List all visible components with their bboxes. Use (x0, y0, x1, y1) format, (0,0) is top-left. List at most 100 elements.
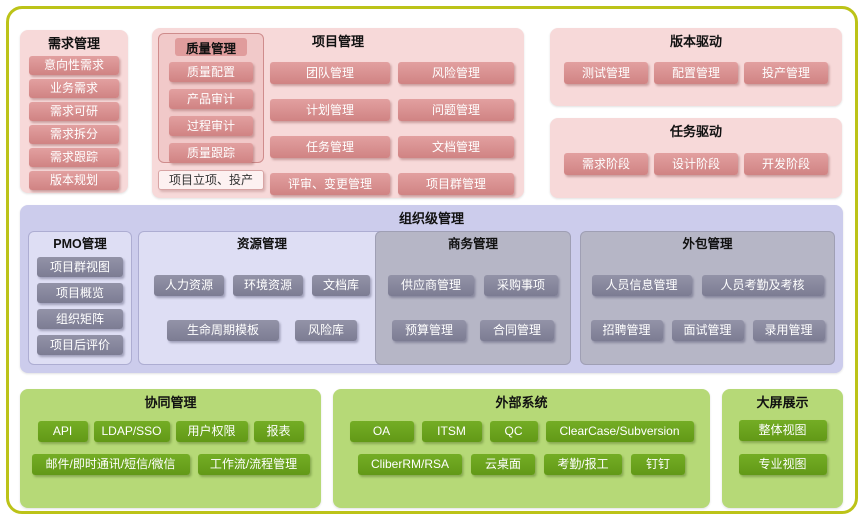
collaboration-row1: API LDAP/SSO 用户权限 报表 (20, 421, 321, 442)
module-chip: 产品审计 (169, 89, 253, 109)
module-chip: 报表 (253, 421, 304, 442)
module-chip: 人员考勤及考核 (701, 275, 824, 297)
external-row1: OA ITSM QC ClearCase/Subversion (333, 421, 710, 442)
collaboration-title: 协同管理 (144, 395, 197, 410)
org-title: 组织级管理 (398, 211, 464, 226)
project-col1: 团队管理 计划管理 任务管理 评审、变更管理 (270, 62, 390, 195)
module-chip: 意向性需求 (29, 56, 119, 75)
module-chip: OA (349, 421, 414, 442)
external-systems-panel: 外部系统 OA ITSM QC ClearCase/Subversion Cli… (333, 389, 710, 508)
module-chip: 专业视图 (738, 454, 827, 475)
module-chip: 评审、变更管理 (270, 173, 390, 195)
business-panel: 商务管理 供应商管理 采购事项 预算管理 合同管理 (375, 231, 571, 365)
module-chip: 需求可研 (29, 102, 119, 121)
module-chip: 组织矩阵 (37, 309, 123, 329)
module-chip: 人力资源 (154, 275, 224, 297)
module-chip: 版本规划 (29, 171, 119, 190)
module-chip: 合同管理 (480, 319, 554, 341)
module-chip: 录用管理 (752, 319, 825, 341)
module-chip: 预算管理 (392, 319, 466, 341)
requirements-list: 意向性需求 业务需求 需求可研 需求拆分 需求跟踪 版本规划 (20, 52, 128, 190)
requirements-panel: 需求管理 意向性需求 业务需求 需求可研 需求拆分 需求跟踪 版本规划 (20, 30, 128, 193)
version-driven-row: 测试管理 配置管理 投产管理 (550, 62, 842, 84)
module-chip: 开发阶段 (744, 153, 828, 175)
collaboration-row2: 邮件/即时通讯/短信/微信 工作流/流程管理 (20, 454, 321, 475)
resource-panel: 资源管理 人力资源 环境资源 文档库 生命周期模板 风险库 (138, 231, 386, 365)
module-chip: 问题管理 (398, 99, 514, 121)
module-chip: 钉钉 (631, 454, 685, 475)
module-chip: 测试管理 (564, 62, 648, 84)
module-chip: 过程审计 (169, 116, 253, 136)
module-chip: 风险库 (295, 319, 357, 341)
business-row1: 供应商管理 采购事项 (376, 275, 570, 297)
module-chip: 配置管理 (654, 62, 738, 84)
module-chip: API (37, 421, 88, 442)
module-chip: 设计阶段 (654, 153, 738, 175)
module-chip: 风险管理 (398, 62, 514, 84)
module-chip: LDAP/SSO (93, 421, 170, 442)
module-chip: 任务管理 (270, 136, 390, 158)
module-chip: 工作流/流程管理 (197, 454, 310, 475)
quality-title: 质量管理 (175, 38, 247, 56)
collaboration-panel: 协同管理 API LDAP/SSO 用户权限 报表 邮件/即时通讯/短信/微信 … (20, 389, 321, 508)
module-chip: 整体视图 (738, 420, 827, 441)
module-chip: 项目后评价 (37, 335, 123, 355)
module-chip: 人员信息管理 (591, 275, 692, 297)
module-chip: 文档库 (312, 275, 370, 297)
quality-list: 质量配置 产品审计 过程审计 质量跟踪 (159, 56, 263, 163)
requirements-title: 需求管理 (47, 36, 100, 51)
task-driven-title: 任务驱动 (669, 124, 722, 139)
module-chip: 环境资源 (233, 275, 303, 297)
module-chip: CliberRM/RSA (358, 454, 462, 475)
outsourcing-rows: 人员信息管理 人员考勤及考核 招聘管理 面试管理 录用管理 (581, 252, 834, 364)
external-systems-title: 外部系统 (495, 395, 548, 410)
business-title: 商务管理 (447, 237, 498, 251)
bigscreen-list: 整体视图 专业视图 (722, 420, 843, 475)
module-chip: 生命周期模板 (167, 319, 279, 341)
module-chip: ITSM (421, 421, 482, 442)
module-chip: 需求拆分 (29, 125, 119, 144)
module-chip: QC (489, 421, 538, 442)
outsourcing-panel: 外包管理 人员信息管理 人员考勤及考核 招聘管理 面试管理 录用管理 (580, 231, 835, 365)
resource-row1: 人力资源 环境资源 文档库 (139, 275, 385, 297)
module-chip: 团队管理 (270, 62, 390, 84)
project-init-chip: 项目立项、投产 (158, 170, 264, 190)
module-chip: 质量跟踪 (169, 143, 253, 163)
module-chip: 项目群视图 (37, 257, 123, 277)
module-chip: 项目群管理 (398, 173, 514, 195)
module-chip: 邮件/即时通讯/短信/微信 (31, 454, 190, 475)
module-chip: 需求阶段 (564, 153, 648, 175)
module-chip: 计划管理 (270, 99, 390, 121)
module-chip: 质量配置 (169, 62, 253, 82)
module-chip: ClearCase/Subversion (545, 421, 694, 442)
module-chip: 文档管理 (398, 136, 514, 158)
task-driven-row: 需求阶段 设计阶段 开发阶段 (550, 153, 842, 175)
module-chip: 项目概览 (37, 283, 123, 303)
resource-title: 资源管理 (236, 237, 287, 251)
quality-panel: 质量管理 质量配置 产品审计 过程审计 质量跟踪 (158, 33, 264, 163)
module-chip: 投产管理 (744, 62, 828, 84)
bigscreen-panel: 大屏展示 整体视图 专业视图 (722, 389, 843, 508)
business-row2: 预算管理 合同管理 (376, 319, 570, 341)
module-chip: 面试管理 (671, 319, 744, 341)
resource-rows: 人力资源 环境资源 文档库 生命周期模板 风险库 (139, 252, 385, 364)
module-chip: 考勤/报工 (544, 454, 622, 475)
org-panel: 组织级管理 PMO管理 项目群视图 项目概览 组织矩阵 项目后评价 资源管理 人… (20, 205, 843, 373)
pmo-panel: PMO管理 项目群视图 项目概览 组织矩阵 项目后评价 (28, 231, 132, 365)
outsourcing-row2: 招聘管理 面试管理 录用管理 (581, 319, 834, 341)
module-chip: 采购事项 (484, 275, 558, 297)
business-rows: 供应商管理 采购事项 预算管理 合同管理 (376, 252, 570, 364)
project-panel: 项目管理 质量管理 质量配置 产品审计 过程审计 质量跟踪 项目立项、投产 团队… (152, 28, 524, 198)
pmo-title: PMO管理 (53, 237, 107, 251)
module-chip: 招聘管理 (590, 319, 663, 341)
module-chip: 云桌面 (471, 454, 535, 475)
outsourcing-row1: 人员信息管理 人员考勤及考核 (581, 275, 834, 297)
resource-row2: 生命周期模板 风险库 (139, 319, 385, 341)
task-driven-panel: 任务驱动 需求阶段 设计阶段 开发阶段 (550, 118, 842, 198)
module-chip: 用户权限 (175, 421, 248, 442)
external-row2: CliberRM/RSA 云桌面 考勤/报工 钉钉 (333, 454, 710, 475)
pmo-list: 项目群视图 项目概览 组织矩阵 项目后评价 (29, 252, 131, 355)
version-driven-panel: 版本驱动 测试管理 配置管理 投产管理 (550, 28, 842, 106)
version-driven-title: 版本驱动 (669, 34, 722, 49)
